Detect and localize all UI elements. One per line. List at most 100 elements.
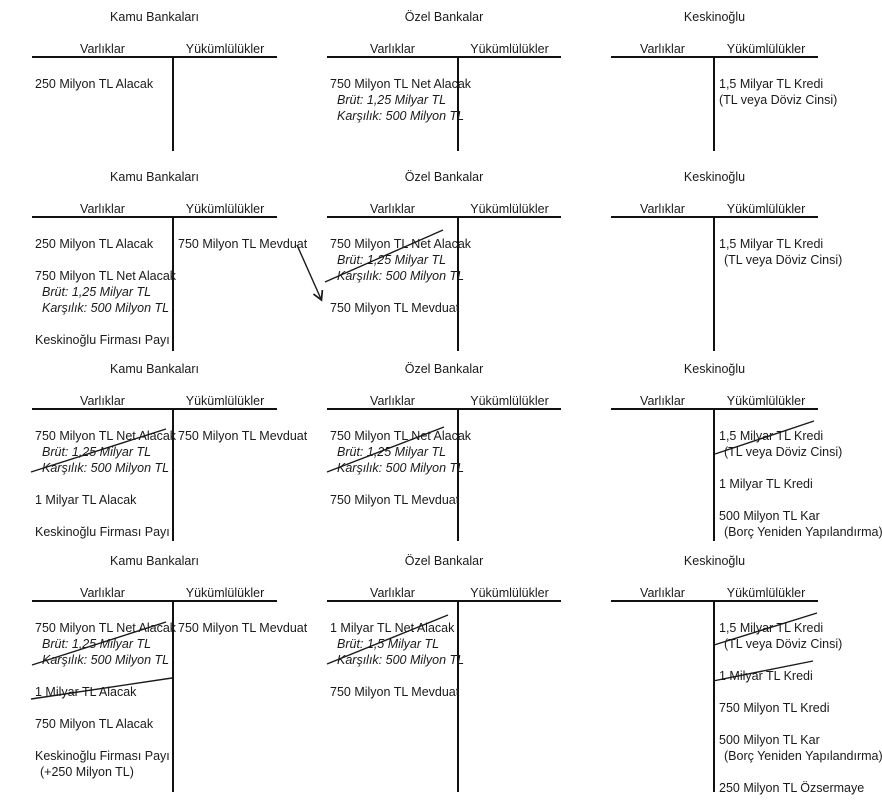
transfer-arrow	[296, 244, 324, 302]
ledger-entry: 1 Milyar TL Net Alacak	[330, 621, 455, 635]
liabilities-header: Yükümlülükler	[726, 586, 806, 600]
assets-header: Varlıklar	[80, 42, 125, 56]
ledger-entry: (TL veya Döviz Cinsi)	[724, 253, 843, 267]
assets-header: Varlıklar	[80, 586, 125, 600]
ledger-entry: 1,5 Milyar TL Kredi	[719, 429, 824, 443]
account-title: Özel Bankalar	[404, 170, 484, 184]
liabilities-header: Yükümlülükler	[470, 42, 549, 56]
ledger-entry: Brüt: 1,25 Milyar TL	[42, 445, 152, 459]
assets-header: Varlıklar	[80, 394, 125, 408]
ledger-entry: Keskinoğlu Firması Payı	[35, 333, 170, 347]
ledger-entry: 750 Milyon TL Net Alacak	[35, 621, 177, 635]
assets-header: Varlıklar	[370, 394, 415, 408]
ledger-entry: Karşılık: 500 Milyon TL	[337, 653, 465, 667]
column-divider	[457, 56, 459, 151]
column-divider	[457, 600, 459, 792]
liabilities-header: Yükümlülükler	[185, 42, 265, 56]
column-divider	[172, 216, 174, 351]
account-title: Keskinoğlu	[683, 170, 746, 184]
ledger-entry: 1,5 Milyar TL Kredi	[719, 621, 824, 635]
account-title: Kamu Bankaları	[110, 554, 199, 568]
ledger-entry: Karşılık: 500 Milyon TL	[42, 301, 170, 315]
ledger-entry: (Borç Yeniden Yapılandırma)	[724, 749, 882, 763]
liabilities-header: Yükümlülükler	[470, 586, 549, 600]
assets-header: Varlıklar	[370, 202, 415, 216]
ledger-entry: Brüt: 1,25 Milyar TL	[337, 93, 447, 107]
account-title: Keskinoğlu	[683, 10, 746, 24]
ledger-entry: 750 Milyon TL Mevduat	[330, 685, 460, 699]
assets-header: Varlıklar	[640, 394, 685, 408]
ledger-entry: Karşılık: 500 Milyon TL	[337, 269, 465, 283]
header-rule	[32, 216, 277, 218]
ledger-entry: (TL veya Döviz Cinsi)	[724, 637, 843, 651]
column-divider	[713, 216, 715, 351]
column-divider	[713, 56, 715, 151]
ledger-entry: 250 Milyon TL Alacak	[35, 77, 154, 91]
account-title: Keskinoğlu	[683, 362, 746, 376]
column-divider	[713, 408, 715, 541]
account-title: Özel Bankalar	[404, 554, 484, 568]
ledger-entry: 1,5 Milyar TL Kredi	[719, 77, 824, 91]
header-rule	[32, 56, 277, 58]
ledger-entry: 1 Milyar TL Alacak	[35, 685, 137, 699]
ledger-entry: 750 Milyon TL Mevduat	[330, 493, 460, 507]
ledger-entry: 750 Milyon TL Mevduat	[178, 621, 308, 635]
ledger-entry: (Borç Yeniden Yapılandırma)	[724, 525, 882, 539]
ledger-entry: 750 Milyon TL Mevduat	[178, 237, 308, 251]
ledger-entry: 500 Milyon TL Kar	[719, 509, 820, 523]
column-divider	[713, 600, 715, 792]
liabilities-header: Yükümlülükler	[185, 202, 265, 216]
account-title: Keskinoğlu	[683, 554, 746, 568]
assets-header: Varlıklar	[640, 586, 685, 600]
ledger-entry: 750 Milyon TL Net Alacak	[35, 429, 177, 443]
ledger-entry: Brüt: 1,25 Milyar TL	[42, 637, 152, 651]
assets-header: Varlıklar	[370, 586, 415, 600]
ledger-entry: 1 Milyar TL Kredi	[719, 477, 813, 491]
ledger-entry: Brüt: 1,25 Milyar TL	[337, 445, 447, 459]
assets-header: Varlıklar	[640, 42, 685, 56]
column-divider	[172, 600, 174, 792]
liabilities-header: Yükümlülükler	[470, 202, 549, 216]
header-rule	[327, 216, 561, 218]
ledger-entry: Brüt: 1,5 Milyar TL	[337, 637, 440, 651]
ledger-entry: 500 Milyon TL Kar	[719, 733, 820, 747]
ledger-entry: 250 Milyon TL Özsermaye	[719, 781, 865, 795]
ledger-entry: 250 Milyon TL Alacak	[35, 237, 154, 251]
account-title: Kamu Bankaları	[110, 362, 199, 376]
assets-header: Varlıklar	[370, 42, 415, 56]
header-rule	[32, 600, 277, 602]
ledger-entry: 1,5 Milyar TL Kredi	[719, 237, 824, 251]
ledger-entry: Karşılık: 500 Milyon TL	[42, 653, 170, 667]
ledger-entry: 750 Milyon TL Net Alacak	[330, 77, 472, 91]
liabilities-header: Yükümlülükler	[185, 586, 265, 600]
ledger-entry: 1 Milyar TL Kredi	[719, 669, 813, 683]
account-title: Kamu Bankaları	[110, 170, 199, 184]
ledger-entry: 750 Milyon TL Net Alacak	[330, 429, 472, 443]
liabilities-header: Yükümlülükler	[185, 394, 265, 408]
ledger-entry: Brüt: 1,25 Milyar TL	[42, 285, 152, 299]
account-title: Özel Bankalar	[404, 362, 484, 376]
column-divider	[172, 56, 174, 151]
liabilities-header: Yükümlülükler	[470, 394, 549, 408]
liabilities-header: Yükümlülükler	[726, 202, 806, 216]
ledger-entry: Keskinoğlu Firması Payı	[35, 525, 170, 539]
ledger-entry: 750 Milyon TL Mevduat	[178, 429, 308, 443]
column-divider	[457, 216, 459, 351]
ledger-entry: Brüt: 1,25 Milyar TL	[337, 253, 447, 267]
ledger-entry: 750 Milyon TL Net Alacak	[330, 237, 472, 251]
header-rule	[327, 600, 561, 602]
assets-header: Varlıklar	[640, 202, 685, 216]
assets-header: Varlıklar	[80, 202, 125, 216]
account-title: Özel Bankalar	[404, 10, 484, 24]
account-title: Kamu Bankaları	[110, 10, 199, 24]
